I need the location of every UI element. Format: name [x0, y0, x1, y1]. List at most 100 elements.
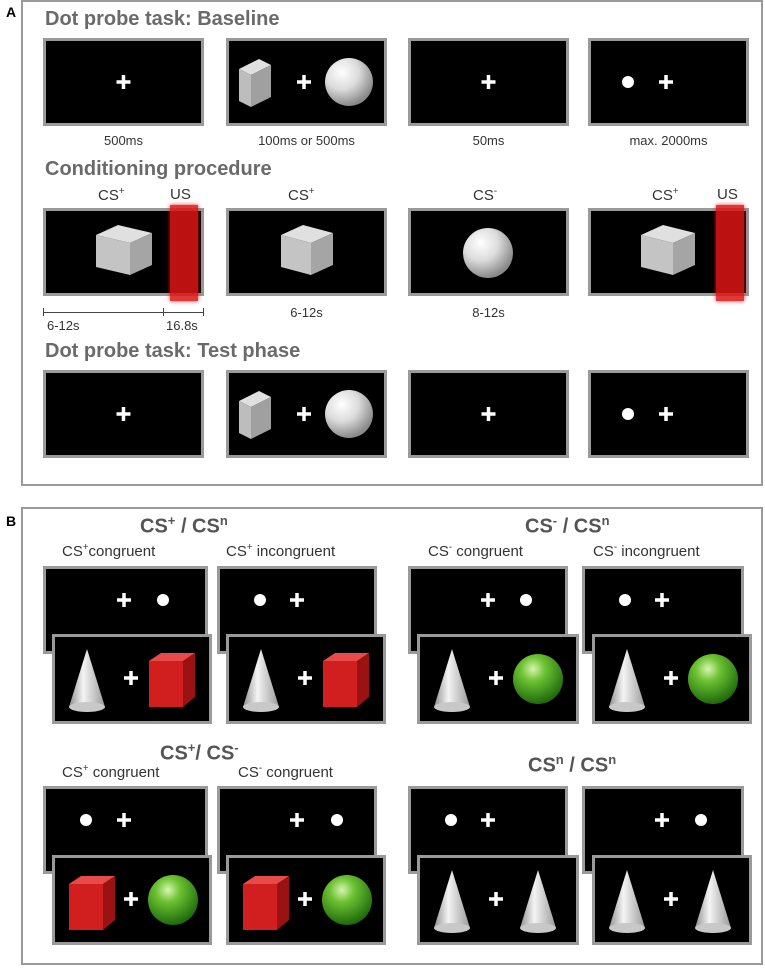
grey-cube-icon: [239, 59, 271, 107]
grey-cube-icon: [239, 391, 271, 439]
probe-dot-icon: [622, 76, 634, 88]
cone-icon: [434, 870, 470, 933]
cone-icon: [695, 870, 731, 933]
cond-cs-minus-screen: [408, 208, 569, 296]
cone-icon: [69, 649, 105, 712]
panel-letter-b: B: [6, 513, 17, 529]
fixation-cross-icon: [481, 407, 496, 421]
baseline-fixation-screen: [43, 38, 204, 126]
label-csminus-congruent-2: CS- congruent: [238, 763, 333, 781]
cone-icon: [434, 649, 470, 712]
fixation-cross-icon: [664, 892, 678, 906]
green-sphere-icon: [322, 875, 372, 925]
group-title-csn-csn: CSn / CSn: [528, 752, 617, 777]
red-cube-plus-green-sphere-icon: [243, 875, 372, 930]
fixation-cross-icon: [489, 671, 503, 685]
baseline-timing-4: max. 2000ms: [629, 133, 708, 148]
cond-label-cs-plus-1: CS+: [98, 186, 125, 204]
fixation-cross-icon: [659, 407, 673, 421]
red-cube-icon: [243, 876, 289, 930]
dot-probe-icon: [622, 407, 673, 421]
fixation-cross-icon: [297, 75, 311, 89]
grey-cube-icon: [96, 225, 152, 275]
us-stimulus-bar-1: [170, 205, 198, 301]
cone-plus-red-cube-icon: [243, 649, 369, 712]
red-cube-icon: [69, 876, 115, 930]
cube-plus-sphere-icon: [239, 390, 373, 439]
panel-b-frame: [21, 507, 763, 965]
dot-probe-icon: [445, 813, 495, 827]
green-sphere-icon: [688, 654, 738, 704]
fixation-cross-icon: [481, 75, 496, 89]
cone-plus-cone-icon: [434, 870, 556, 933]
cube-plus-sphere-icon: [239, 58, 373, 107]
cond-cs-plus-screen: [226, 208, 387, 296]
cone-icon: [609, 649, 645, 712]
test-cue-screen: [226, 370, 387, 458]
label-csplus-incongruent: CS+ incongruent: [226, 542, 336, 560]
baseline-timing-3: 50ms: [472, 133, 505, 148]
dot-probe-icon: [655, 813, 707, 827]
fixation-cross-icon: [124, 892, 138, 906]
cond-label-cs-minus: CS-: [473, 186, 498, 204]
cond-timing-4: 8-12s: [472, 305, 505, 320]
label-csminus-congruent-1: CS- congruent: [428, 542, 523, 560]
red-cube-icon: [323, 653, 369, 707]
test-fixation-screen: [43, 370, 204, 458]
fixation-cross-icon: [116, 75, 131, 89]
cone-plus-red-cube-icon: [69, 649, 195, 712]
stimulus-screen-front: [592, 634, 752, 724]
cond-timing-2: 16.8s: [166, 318, 198, 333]
stimulus-screen-front: [52, 634, 212, 724]
cone-icon: [243, 649, 279, 712]
baseline-timing-1: 500ms: [103, 133, 144, 148]
cone-plus-cone-icon: [609, 870, 731, 933]
cone-icon: [609, 870, 645, 933]
stimulus-screen-front: [226, 634, 386, 724]
fixation-cross-icon: [116, 407, 131, 421]
cond-label-cs-plus-3: CS+: [652, 186, 679, 204]
fixation-cross-icon: [664, 671, 678, 685]
label-csplus-congruent-1: CS+congruent: [62, 542, 156, 560]
fixation-cross-icon: [489, 892, 503, 906]
timeline-tick-end: [203, 308, 204, 316]
baseline-cue-screen: [226, 38, 387, 126]
test-probe-screen: [588, 370, 749, 458]
dot-probe-icon: [290, 813, 343, 827]
dot-probe-icon: [80, 813, 131, 827]
cond-timing-1: 6-12s: [47, 318, 80, 333]
group-title-csplus-csminus: CS+/ CS-: [160, 740, 239, 765]
cond-label-cs-plus-2: CS+: [288, 186, 315, 204]
stimulus-screen-front: [417, 634, 579, 724]
dot-probe-icon: [619, 593, 669, 607]
fixation-cross-icon: [297, 407, 311, 421]
test-isi-screen: [408, 370, 569, 458]
red-cube-icon: [149, 653, 195, 707]
baseline-probe-screen: [588, 38, 749, 126]
group-title-csplus-csn: CS+ / CSn: [140, 513, 228, 538]
fixation-cross-icon: [124, 671, 138, 685]
dot-probe-icon: [254, 593, 304, 607]
green-sphere-icon: [148, 875, 198, 925]
label-csplus-congruent-2: CS+ congruent: [62, 763, 160, 781]
us-stimulus-bar-2: [716, 205, 744, 301]
stimulus-screen-front: [417, 855, 579, 945]
panel-letter-a: A: [6, 4, 17, 20]
dot-probe-icon: [622, 75, 673, 89]
grey-cube-icon: [281, 225, 333, 275]
grey-cube-icon: [641, 225, 695, 275]
baseline-title: Dot probe task: Baseline: [45, 8, 280, 30]
white-sphere-icon: [325, 390, 373, 438]
group-title-csminus-csn: CS- / CSn: [525, 513, 610, 538]
white-sphere-icon: [325, 58, 373, 106]
stimulus-screen-front: [226, 855, 386, 945]
red-cube-plus-green-sphere-icon: [69, 875, 198, 930]
cone-plus-green-sphere-icon: [609, 649, 738, 712]
timeline-tick-mid: [163, 308, 164, 316]
label-csminus-incongruent: CS- incongruent: [593, 542, 700, 560]
timeline-tick-start: [43, 308, 44, 316]
green-sphere-icon: [513, 654, 563, 704]
cond-label-us-2: US: [717, 186, 738, 203]
dot-probe-icon: [117, 593, 169, 607]
stimulus-screen-front: [592, 855, 752, 945]
